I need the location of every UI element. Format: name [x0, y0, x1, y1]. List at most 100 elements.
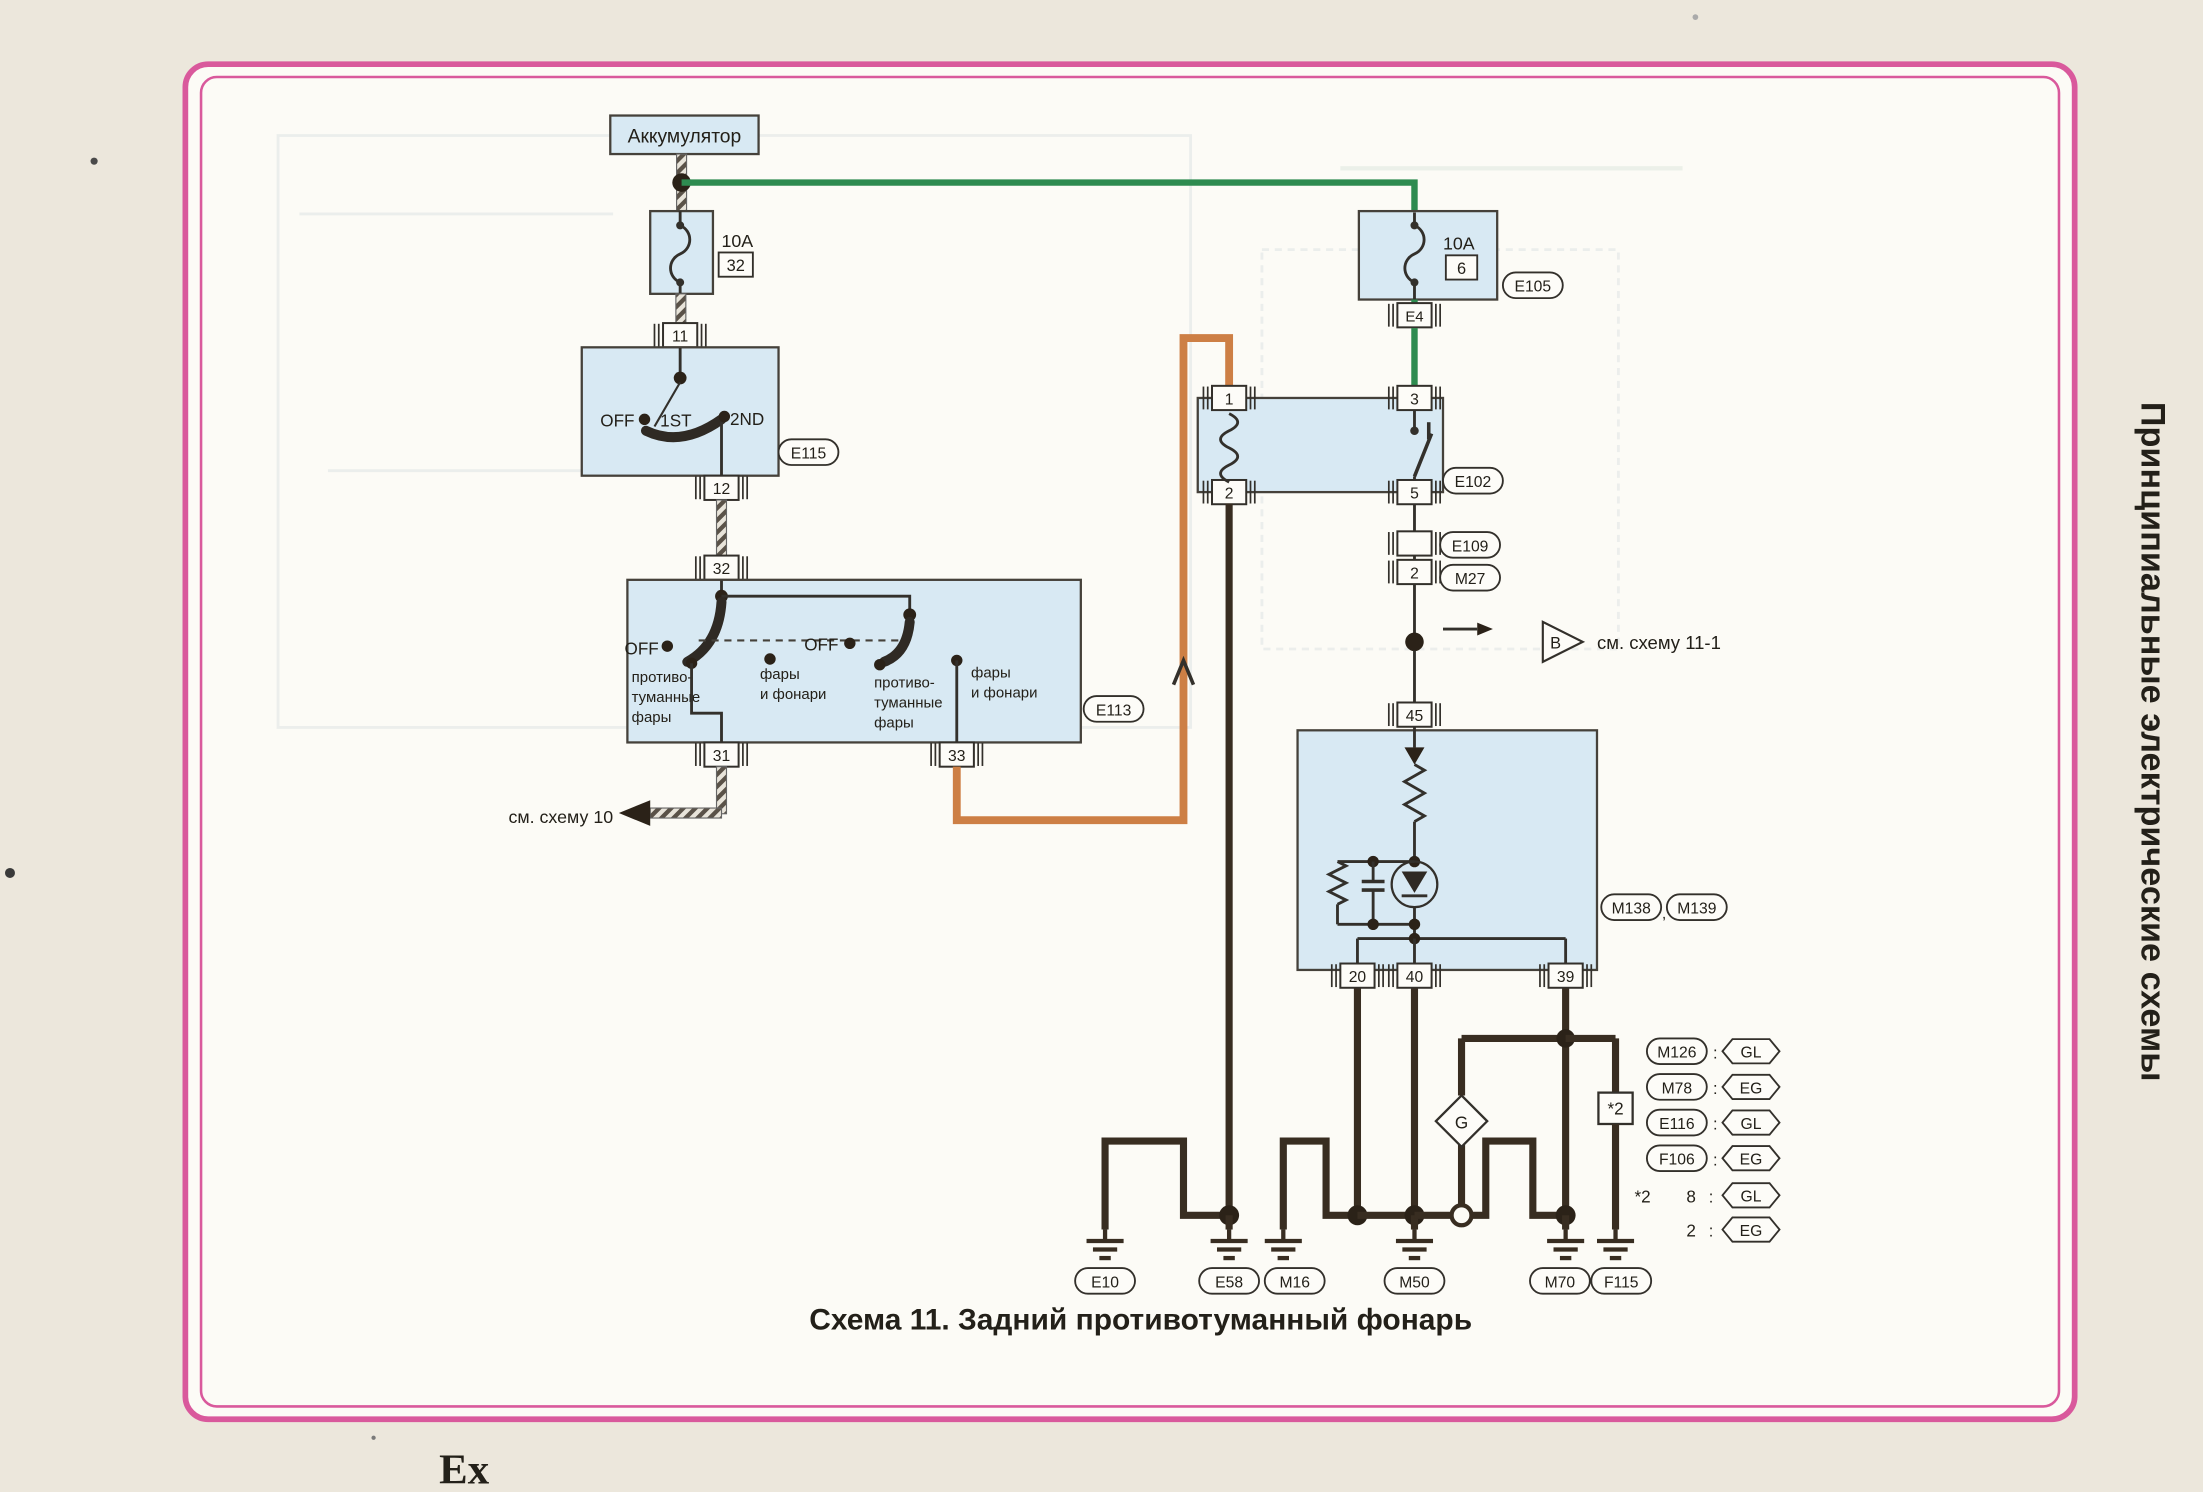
ground-label-m16: M16 — [1279, 1274, 1310, 1291]
ground-label-f115: F115 — [1604, 1274, 1639, 1291]
relay-pin-3-label: 3 — [1410, 391, 1419, 408]
legend-star2-label: *2 — [1635, 1187, 1651, 1206]
module-pin-40-label: 40 — [1406, 969, 1424, 986]
battery-circuit: Аккумулятор — [609, 114, 1418, 214]
fog-switch-e113: 32 OFF противо- туманные фары фары и фон… — [625, 554, 1145, 768]
legend-code: GL — [1741, 1116, 1762, 1133]
junction-dot — [1219, 1205, 1240, 1226]
connector-legend: M126 : GL M78 : EG E116 : GL F106 : EG *… — [1635, 1037, 1781, 1243]
connector-star2-label: *2 — [1607, 1100, 1623, 1119]
legend-code: EG — [1740, 1152, 1763, 1169]
legend-ref: M126 — [1657, 1045, 1696, 1062]
switch-lever — [640, 414, 727, 443]
fog-right-line1: противо- — [874, 675, 935, 692]
scan-specks — [4, 14, 1920, 1440]
connector-31-label: 31 — [713, 748, 730, 765]
relay-contact-icon — [1410, 410, 1434, 481]
ref-e102: E102 — [1455, 474, 1492, 491]
legend-star2-num: 2 — [1686, 1222, 1696, 1241]
legend-star2-num: 8 — [1686, 1187, 1696, 1206]
connector-45-label: 45 — [1406, 708, 1424, 725]
connector-e4-label: E4 — [1405, 309, 1423, 326]
legend-colon: : — [1713, 1116, 1718, 1134]
page-title: Схема 11. Задний противотуманный фонарь — [809, 1303, 1472, 1336]
hatched-wire — [675, 293, 687, 325]
ground-label-m50: M50 — [1399, 1274, 1430, 1291]
module-pin-39-label: 39 — [1557, 969, 1574, 986]
connector-11-label: 11 — [672, 329, 688, 346]
connector-33-label: 33 — [948, 748, 966, 765]
legend-colon: : — [1713, 1151, 1718, 1169]
switch-2nd-label: 2ND — [730, 410, 764, 429]
legend-colon: : — [1709, 1223, 1714, 1241]
legend-ref: E116 — [1659, 1116, 1695, 1133]
fuse-right: 10A 6 E105 E4 — [1357, 209, 1564, 387]
fuse-right-number-box — [1444, 254, 1479, 281]
switch-box — [626, 578, 1082, 744]
open-junction-circle — [1449, 1203, 1474, 1228]
ground-label-e58: E58 — [1215, 1274, 1243, 1291]
legend-code: EG — [1740, 1223, 1763, 1240]
switch-off-label: OFF — [600, 411, 634, 430]
relay-coil-icon — [1219, 412, 1240, 484]
ground-label-e10: E10 — [1091, 1274, 1119, 1291]
ground-label-m70: M70 — [1545, 1274, 1576, 1291]
lamps-right-line2: и фонари — [971, 685, 1037, 702]
legend-ref: F106 — [1659, 1152, 1695, 1169]
orange-wire-run — [952, 334, 1234, 825]
relay-pin-2-label: 2 — [1225, 486, 1234, 503]
fuse-right-number: 6 — [1457, 260, 1466, 278]
junction-dot — [1555, 1205, 1576, 1226]
resistor-icon — [1401, 763, 1428, 823]
legend-colon: : — [1713, 1080, 1718, 1098]
green-wire-top — [681, 179, 1418, 213]
fuse-icon — [669, 211, 692, 294]
module-pin-20-label: 20 — [1349, 969, 1367, 986]
legend-colon: : — [1713, 1044, 1718, 1062]
exit-to-scheme-10: см. схему 10 — [508, 766, 728, 827]
side-caption: Принципиальные электрические схемы — [2134, 402, 2172, 1082]
ground-wiring: G *2 E10 E58 M16 M50 M70 F115 — [1074, 503, 1653, 1295]
triangle-connector-b — [1541, 620, 1586, 664]
ref-m27: M27 — [1455, 571, 1485, 588]
connector-32-label: 32 — [713, 561, 730, 578]
fog-off-right: OFF — [804, 635, 838, 654]
ref-e115: E115 — [791, 446, 827, 463]
junction-dot — [1405, 632, 1424, 652]
ref-e109: E109 — [1452, 538, 1489, 555]
corner-publisher-mark: Ех — [439, 1446, 490, 1492]
relay-box — [1196, 396, 1445, 494]
fog-left-line3: фары — [632, 709, 672, 726]
connector-2-label: 2 — [1410, 565, 1419, 582]
hatched-wire — [715, 499, 728, 557]
connector-g-diamond — [1434, 1093, 1489, 1149]
fuse-left: 10A 32 — [649, 209, 754, 325]
fuse-icon — [1403, 212, 1426, 300]
fog-lamp-module: 20 40 39 M138 , M139 — [1296, 727, 1728, 989]
fog-lever-right — [879, 616, 915, 667]
ref-m138: M138 — [1612, 901, 1651, 918]
relay-pin-5-label: 5 — [1410, 486, 1419, 503]
connector-e109 — [1387, 530, 1442, 557]
fuse-left-number: 32 — [727, 257, 745, 275]
arrow-right-icon — [1477, 622, 1493, 636]
legend-code: GL — [1741, 1045, 1762, 1062]
fog-right-line2: туманные — [874, 694, 943, 711]
fog-right-line3: фары — [874, 714, 914, 731]
relay-e102: 1 3 2 5 E102 — [1196, 384, 1504, 506]
legend-code: GL — [1741, 1189, 1762, 1206]
fog-off-left: OFF — [625, 640, 659, 659]
relay-pin-1-label: 1 — [1225, 391, 1234, 408]
see-scheme-11-1-note: см. схему 11-1 — [1597, 632, 1721, 653]
ref-m139: M139 — [1677, 901, 1716, 918]
arrow-down-icon — [1404, 747, 1425, 765]
fuse-left-rating: 10A — [722, 231, 754, 251]
lamps-left-line2: и фонари — [760, 686, 826, 703]
ref-e105: E105 — [1515, 279, 1552, 296]
resistor-icon-small — [1325, 860, 1350, 906]
page-frame — [182, 61, 2078, 1423]
triangle-b-label: B — [1550, 634, 1561, 652]
branch-to-scheme-11-1: B см. схему 11-1 — [1443, 620, 1721, 664]
fuse-left-number-box — [717, 251, 754, 278]
